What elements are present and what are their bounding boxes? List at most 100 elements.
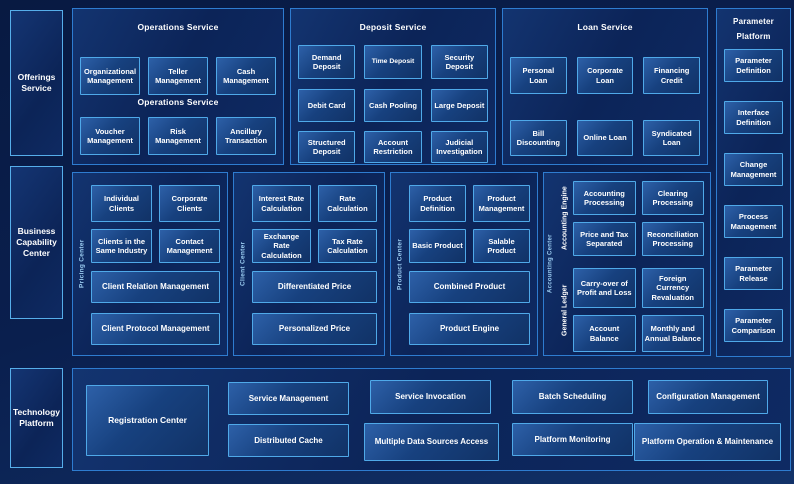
sidebar-offerings-service: Offerings Service: [10, 10, 63, 156]
operations-row-2: Voucher Management Risk Management Ancil…: [80, 117, 276, 155]
pricing-center-content: Individual Clients Corporate Clients Cli…: [91, 173, 227, 355]
box-corporate-loan: Corporate Loan: [576, 57, 634, 94]
box-voucher-management: Voucher Management: [80, 117, 140, 155]
accounting-engine-section: Accounting Engine Accounting Processing …: [557, 181, 704, 256]
box-risk-management: Risk Management: [148, 117, 208, 155]
client-center-content: Interest Rate Calculation Rate Calculati…: [252, 173, 384, 355]
box-service-management: Service Management: [228, 382, 349, 415]
operations-row-1: Organizational Management Teller Managem…: [80, 57, 276, 95]
accounting-engine-label: Accounting Engine: [561, 186, 569, 251]
box-online-loan: Online Loan: [576, 120, 634, 156]
panel-client-center: Client Center Interest Rate Calculation …: [233, 172, 385, 356]
box-individual-clients: Individual Clients: [91, 185, 152, 222]
box-structured-deposit: Structured Deposit: [298, 131, 356, 163]
box-time-deposit: Time Deposit: [364, 45, 422, 79]
box-organizational-management: Organizational Management: [80, 57, 140, 95]
box-demand-deposit: Demand Deposit: [298, 45, 356, 79]
box-parameter-definition: Parameter Definition: [724, 49, 783, 82]
accounting-center-content: Accounting Engine Accounting Processing …: [557, 173, 710, 355]
general-ledger-label: General Ledger: [561, 284, 569, 336]
box-combined-product: Combined Product: [409, 271, 530, 303]
box-carry-over-profit-loss: Carry-over of Profit and Loss: [573, 268, 636, 308]
deposit-row-2: Debit Card Cash Pooling Large Deposit: [298, 89, 488, 122]
box-registration-center: Registration Center: [86, 385, 209, 456]
panel-accounting-center: Accounting Center Accounting Engine Acco…: [543, 172, 711, 356]
box-ancillary-transaction: Ancillary Transaction: [216, 117, 276, 155]
panel-pricing-center: Pricing Center Individual Clients Corpor…: [72, 172, 228, 356]
box-foreign-currency-revaluation: Foreign Currency Revaluation: [641, 268, 704, 308]
box-teller-management: Teller Management: [148, 57, 208, 95]
box-contact-management: Contact Management: [159, 229, 220, 263]
box-product-definition: Product Definition: [409, 185, 466, 222]
box-parameter-comparison: Parameter Comparison: [724, 309, 783, 342]
box-parameter-release: Parameter Release: [724, 257, 783, 290]
box-tax-rate-calculation: Tax Rate Calculation: [318, 229, 377, 263]
box-exchange-rate-calculation: Exchange Rate Calculation: [252, 229, 311, 263]
box-distributed-cache: Distributed Cache: [228, 424, 349, 457]
box-process-management: Process Management: [724, 205, 783, 238]
box-security-deposit: Security Deposit: [430, 45, 488, 79]
box-clearing-processing: Clearing Processing: [641, 181, 704, 215]
box-bill-discounting: Bill Discounting: [510, 120, 567, 156]
parameter-platform-title-line2: Platform: [736, 32, 771, 41]
box-interest-rate-calculation: Interest Rate Calculation: [252, 185, 311, 222]
box-product-engine: Product Engine: [409, 313, 530, 345]
product-center-content: Product Definition Product Management Ba…: [409, 173, 537, 355]
box-salable-product: Salable Product: [473, 229, 530, 263]
deposit-service-title: Deposit Service: [359, 22, 427, 32]
box-service-invocation: Service Invocation: [370, 380, 491, 414]
box-product-management: Product Management: [473, 185, 530, 222]
box-platform-operation-maintenance: Platform Operation & Maintenance: [634, 423, 781, 461]
box-personalized-price: Personalized Price: [252, 313, 377, 345]
panel-deposit-service: Deposit Service Demand Deposit Time Depo…: [290, 8, 496, 165]
box-interface-definition: Interface Definition: [724, 101, 783, 134]
loan-service-title: Loan Service: [577, 22, 633, 32]
box-corporate-clients: Corporate Clients: [159, 185, 220, 222]
box-configuration-management: Configuration Management: [648, 380, 768, 414]
box-reconciliation-processing: Reconciliation Processing: [641, 222, 704, 256]
panel-technology-platform: Registration Center Service Management D…: [72, 368, 791, 471]
accounting-center-label: Accounting Center: [547, 234, 554, 294]
box-monthly-annual-balance: Monthly and Annual Balance: [641, 315, 704, 352]
box-platform-monitoring: Platform Monitoring: [512, 423, 633, 456]
box-judicial-investigation: Judicial Investigation: [430, 131, 488, 163]
box-client-protocol-management: Client Protocol Management: [91, 313, 220, 345]
box-basic-product: Basic Product: [409, 229, 466, 263]
box-financing-credit: Financing Credit: [643, 57, 701, 94]
panel-product-center: Product Center Product Definition Produc…: [390, 172, 538, 356]
operations-service-title: Operations Service: [137, 22, 219, 32]
box-cash-pooling: Cash Pooling: [364, 89, 422, 122]
box-account-balance: Account Balance: [573, 315, 636, 352]
box-syndicated-loan: Syndicated Loan: [643, 120, 701, 156]
sidebar-business-capability-center: Business Capability Center: [10, 166, 63, 319]
box-cash-management: Cash Management: [216, 57, 276, 95]
box-clients-same-industry: Clients in the Same Industry: [91, 229, 152, 263]
deposit-row-3: Structured Deposit Account Restriction J…: [298, 131, 488, 163]
client-center-label: Client Center: [239, 241, 247, 287]
operations-service-mid-label: Operations Service: [137, 97, 219, 107]
panel-loan-service: Loan Service Personal Loan Corporate Loa…: [502, 8, 708, 165]
pricing-center-label: Pricing Center: [78, 239, 86, 289]
box-personal-loan: Personal Loan: [510, 57, 567, 94]
parameter-platform-list: Parameter Definition Interface Definitio…: [717, 49, 790, 342]
loan-row-2: Bill Discounting Online Loan Syndicated …: [510, 120, 701, 156]
box-client-relation-management: Client Relation Management: [91, 271, 220, 303]
box-rate-calculation: Rate Calculation: [318, 185, 377, 222]
box-price-and-tax-separated: Price and Tax Separated: [573, 222, 636, 256]
loan-row-1: Personal Loan Corporate Loan Financing C…: [510, 57, 701, 94]
box-batch-scheduling: Batch Scheduling: [512, 380, 633, 414]
box-account-restriction: Account Restriction: [364, 131, 422, 163]
sidebar-technology-platform: Technology Platform: [10, 368, 63, 468]
panel-operations-service: Operations Service Organizational Manage…: [72, 8, 284, 165]
box-large-deposit: Large Deposit: [430, 89, 488, 122]
deposit-row-1: Demand Deposit Time Deposit Security Dep…: [298, 45, 488, 79]
parameter-platform-title-line1: Parameter: [733, 17, 774, 26]
box-multiple-data-sources-access: Multiple Data Sources Access: [364, 423, 499, 461]
panel-parameter-platform: Parameter Platform Parameter Definition …: [716, 8, 791, 357]
box-accounting-processing: Accounting Processing: [573, 181, 636, 215]
product-center-label: Product Center: [396, 238, 404, 290]
box-differentiated-price: Differentiated Price: [252, 271, 377, 303]
box-debit-card: Debit Card: [298, 89, 356, 122]
box-change-management: Change Management: [724, 153, 783, 186]
general-ledger-section: General Ledger Carry-over of Profit and …: [557, 268, 704, 352]
